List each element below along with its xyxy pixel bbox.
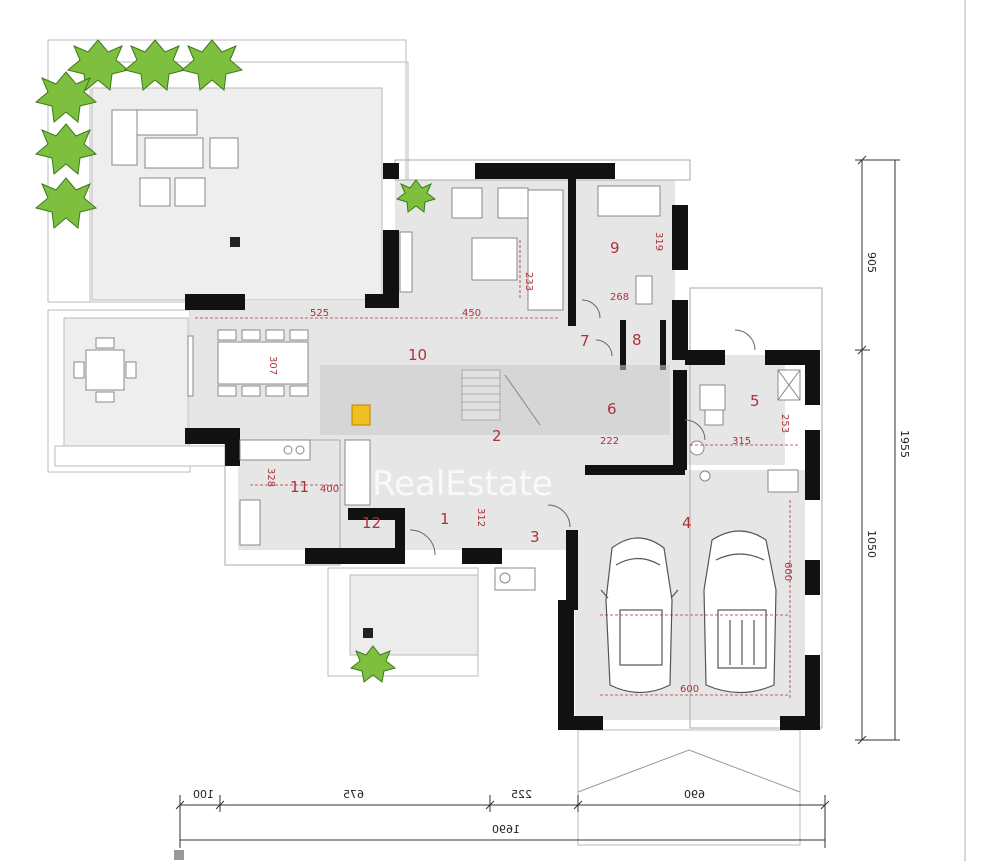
room-label-12: 12	[362, 514, 381, 532]
room-label-9: 9	[610, 239, 620, 257]
dimension-label: 225	[511, 788, 532, 801]
plant-icon	[349, 645, 397, 683]
dimension-label: 450	[462, 308, 481, 319]
dimension-label: 690	[684, 788, 705, 801]
room-label-6: 6	[607, 400, 617, 418]
room-label-1: 1	[440, 510, 450, 528]
dimension-label: 100	[193, 788, 214, 801]
walls	[185, 163, 820, 730]
dimension-label: 222	[600, 436, 619, 447]
dimension-label: 675	[343, 788, 364, 801]
plant-icons	[34, 39, 437, 683]
dimension-label: 328	[265, 468, 276, 487]
room-label-8: 8	[632, 331, 642, 349]
dining-table	[187, 329, 309, 397]
dimension-label: 319	[653, 232, 664, 251]
plant-icon	[34, 123, 98, 175]
watermark: RealEstate	[320, 365, 670, 504]
living-room-furniture	[399, 187, 564, 311]
room-label-10: 10	[408, 346, 427, 364]
driveway	[577, 729, 801, 846]
plant-icon	[395, 179, 437, 213]
plant-icon	[66, 39, 130, 91]
dimension-label: 268	[610, 292, 629, 303]
interior-dimension-labels: 525 450 233 307 319 268 400 328 315 253 …	[265, 232, 793, 695]
watermark-text: RealEstate	[372, 464, 553, 504]
dimension-label: 600	[680, 684, 699, 695]
dimension-label: 312	[475, 508, 486, 527]
room-label-7: 7	[580, 332, 590, 350]
plant-icon	[180, 39, 244, 91]
entry-porch	[327, 567, 479, 677]
terrace-drain	[230, 237, 240, 247]
dimension-label: 1690	[492, 823, 520, 836]
dimension-label: 525	[310, 308, 329, 319]
car-left	[600, 537, 679, 694]
outdoor-dining-table	[73, 337, 137, 403]
corner-marker	[174, 850, 184, 860]
dimension-label: 253	[779, 414, 790, 433]
plant-icon	[34, 71, 98, 123]
exterior-dimension-lines	[175, 155, 900, 848]
dimension-label: 307	[267, 356, 278, 375]
dimension-label: 1050	[865, 530, 878, 558]
dimension-label: 600	[782, 562, 793, 581]
room-label-3: 3	[530, 528, 540, 546]
dimension-guides	[195, 240, 800, 700]
room-label-11: 11	[290, 478, 309, 496]
bathroom-5-fixtures	[689, 369, 801, 493]
plant-icon	[34, 177, 98, 229]
room-label-2: 2	[492, 427, 502, 445]
doors	[409, 299, 756, 556]
room-labels: 1 2 3 4 5 6 7 8 9 10 11 12	[290, 239, 760, 546]
room-9-furniture	[597, 185, 661, 305]
wc-3-fixtures	[494, 567, 536, 591]
room-label-4: 4	[682, 514, 692, 532]
dimension-label: 315	[732, 436, 751, 447]
exterior-dimension-labels: 100 675 225 690 1690 905 1050 1955	[193, 252, 911, 836]
dimension-label: 400	[320, 484, 339, 495]
dimension-label: 233	[523, 272, 534, 291]
outdoor-sofa-set	[111, 109, 239, 207]
plant-icon	[123, 39, 187, 91]
dimension-label: 905	[865, 252, 878, 273]
kitchen-counters	[239, 439, 371, 546]
room-label-5: 5	[750, 392, 760, 410]
dimension-label: 1955	[898, 430, 911, 458]
car-right	[703, 530, 777, 694]
